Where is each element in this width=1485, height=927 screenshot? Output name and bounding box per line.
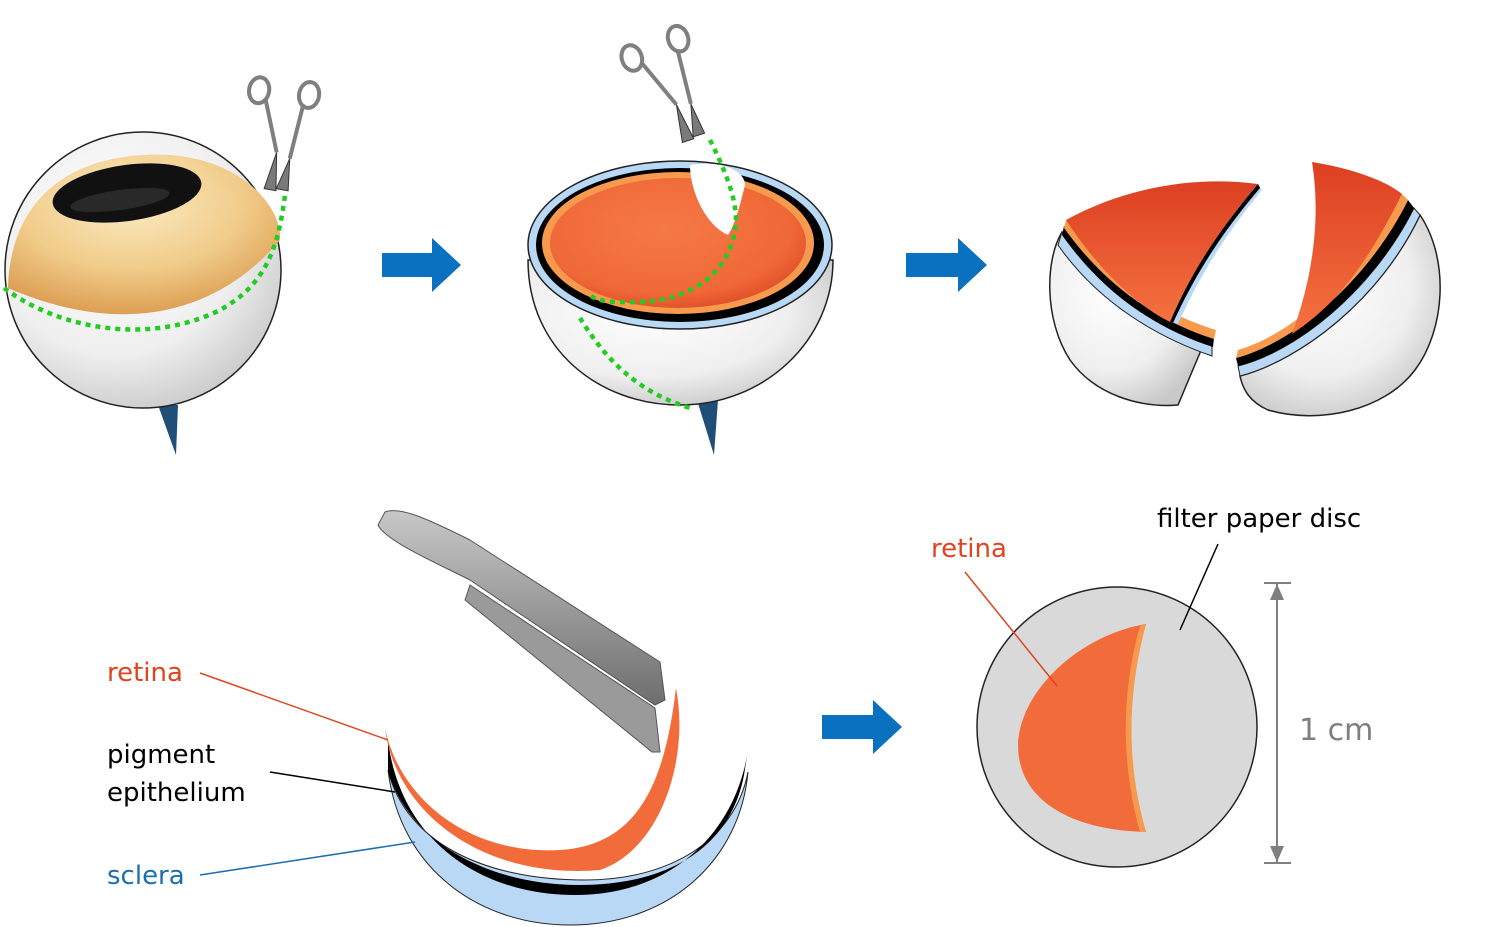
arrow-right-icon: [382, 238, 461, 292]
optic-nerve: [158, 405, 178, 455]
label-pigment-line1: pigment: [107, 740, 215, 770]
pupil-highlight: [70, 187, 170, 213]
pigment-layer-left: [1062, 226, 1214, 347]
leader-line-pigment: [269, 771, 396, 793]
step-4-peeling-retina: retina pigment epithelium sclera: [107, 510, 749, 926]
retina-surface-right: [1292, 162, 1402, 334]
label-scale: 1 cm: [1299, 713, 1373, 748]
label-retina: retina: [931, 534, 1007, 564]
retina-on-disc: [1018, 624, 1146, 832]
step-2-eyecup: [527, 23, 834, 455]
step-1-whole-eye: [2, 75, 322, 455]
pigment-inner-left: [1170, 184, 1260, 323]
label-retina: retina: [107, 658, 183, 688]
cut-line: [588, 138, 739, 305]
retina-layer-left: [1064, 220, 1216, 339]
leader-line-retina: [199, 672, 389, 741]
optic-nerve: [697, 400, 718, 455]
retina-flap: [690, 163, 745, 235]
scissors-icon: [247, 75, 322, 192]
leader-line-retina: [964, 571, 1058, 687]
leader-line-sclera: [199, 841, 416, 876]
step-3-hemisected-eyecup: [1049, 162, 1441, 417]
label-pigment-line2: epithelium: [107, 778, 246, 808]
sclera-layer: [387, 769, 749, 926]
label-filter-paper: filter paper disc: [1157, 504, 1361, 534]
cut-line: [2, 194, 288, 332]
scale-bar: [1264, 582, 1291, 864]
cut-line: [578, 316, 691, 411]
forceps-icon: [377, 510, 666, 753]
arrow-right-icon: [906, 238, 987, 292]
scissors-icon: [619, 23, 706, 144]
retina-surface: [550, 178, 806, 308]
leader-line-filter: [1179, 543, 1219, 631]
label-sclera: sclera: [107, 861, 185, 891]
step-5-filter-paper: retina filter paper disc 1 cm: [931, 504, 1373, 868]
arrow-right-icon: [822, 700, 902, 754]
retina-on-disc-edge: [1125, 624, 1146, 832]
sclera-inner-left: [1170, 184, 1262, 324]
retina-surface-left: [1066, 181, 1258, 322]
